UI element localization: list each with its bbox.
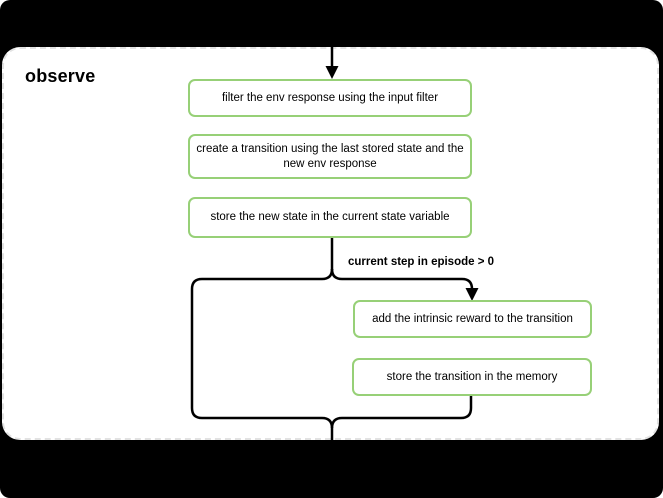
condition-label: current step in episode > 0: [348, 256, 495, 268]
flow-node-filter-env-response: filter the env response using the input …: [188, 79, 472, 117]
flow-node-store-transition-memory: store the transition in the memory: [352, 358, 592, 396]
diagram-title: observe: [25, 66, 96, 86]
flow-node-add-intrinsic-reward: add the intrinsic reward to the transiti…: [353, 300, 592, 338]
flow-node-create-transition: create a transition using the last store…: [188, 134, 472, 179]
flow-node-store-new-state: store the new state in the current state…: [188, 197, 472, 238]
